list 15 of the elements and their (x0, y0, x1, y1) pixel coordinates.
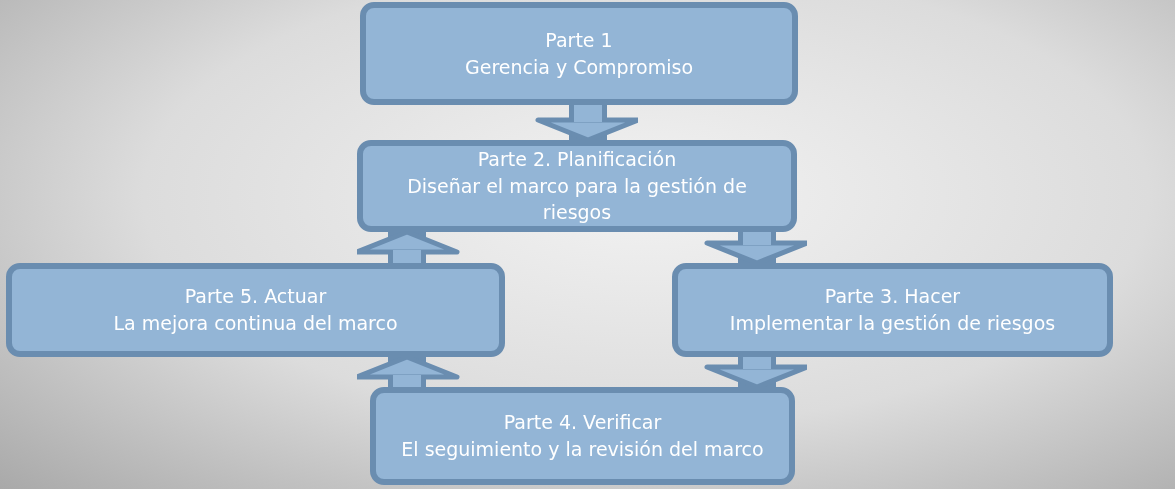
step-description: La mejora continua del marco (113, 311, 398, 336)
step-description: Implementar la gestión de riesgos (729, 311, 1056, 336)
step-description: Diseñar el marco para la gestión de riesgos (406, 173, 748, 226)
step-description: El seguimiento y la revisión del marco (401, 437, 764, 462)
process-box (6, 263, 505, 357)
step-heading: Parte 2. Planificación (477, 147, 677, 173)
process-box (360, 2, 798, 105)
step-heading: Parte 3. Hacer (824, 284, 961, 310)
step-heading: Parte 5. Actuar (184, 284, 327, 310)
step-description: Gerencia y Compromiso (465, 54, 693, 80)
step-heading: Parte 1 (545, 27, 613, 53)
process-box (672, 263, 1113, 357)
process-box (370, 387, 795, 485)
step-heading: Parte 4. Verificar (503, 410, 662, 436)
process-box (357, 140, 797, 232)
